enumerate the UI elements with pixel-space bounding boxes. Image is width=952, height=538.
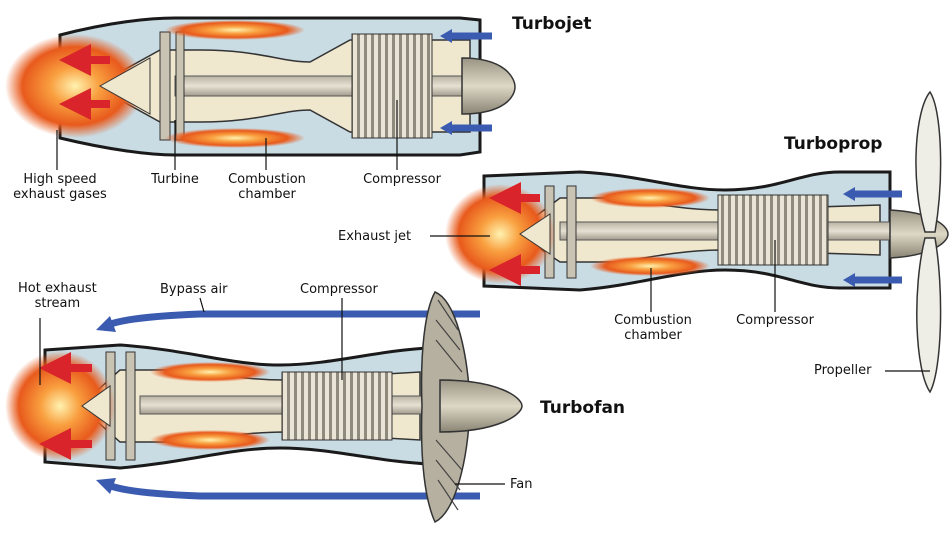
turboprop-label-exhaust-jet: Exhaust jet	[338, 229, 411, 244]
turbofan-combustion-flame-bottom	[150, 430, 270, 450]
turbofan-combustion-flame-top	[150, 362, 270, 382]
turbojet-engine	[5, 18, 515, 170]
turbofan-bypass-arrowhead-top	[96, 316, 116, 332]
turboprop-title: Turboprop	[784, 134, 882, 154]
turbofan-bypass-arrow-bottom	[108, 485, 480, 496]
turbofan-label-bypass-air: Bypass air	[160, 282, 227, 297]
turbojet-combustion-flame-top	[165, 20, 305, 40]
turbojet-label-combustion: Combustion chamber	[222, 172, 312, 202]
turboprop-label-propeller: Propeller	[814, 363, 871, 378]
turbofan-engine	[5, 292, 522, 522]
turbojet-label-exhaust: High speed exhaust gases	[10, 172, 110, 202]
turboprop-combustion-flame-top	[590, 188, 710, 208]
turboprop-turbine-disc-2	[567, 186, 576, 278]
turbofan-label-compressor: Compressor	[300, 282, 378, 297]
turboprop-propeller-blade-top	[916, 92, 941, 232]
turbojet-compressor-blades	[352, 34, 432, 138]
turbofan-label-hot-exhaust: Hot exhaust stream	[18, 281, 97, 311]
turboprop-label-compressor: Compressor	[725, 313, 825, 328]
turboprop-propeller-blade-bottom	[917, 238, 941, 392]
turboprop-combustion-flame-bottom	[590, 256, 710, 276]
turbojet-turbine-disc-2	[176, 32, 184, 140]
turboprop-spinner	[890, 210, 948, 258]
turbofan-label-fan: Fan	[510, 477, 533, 492]
turbofan-spinner	[440, 380, 522, 432]
turbojet-nose-cone	[462, 58, 515, 114]
turbojet-combustion-flame-bottom	[165, 128, 305, 148]
turbojet-turbine-disc	[160, 32, 170, 140]
turbojet-label-compressor: Compressor	[352, 172, 452, 187]
turboprop-compressor-blades	[718, 195, 828, 265]
turbojet-label-turbine: Turbine	[140, 172, 210, 187]
turbofan-compressor-blades	[282, 372, 392, 440]
turbofan-bypass-arrowhead-bottom	[96, 478, 116, 494]
turboprop-label-combustion: Combustion chamber	[608, 313, 698, 343]
turbofan-turbine-disc-2	[126, 352, 135, 460]
turbofan-bypass-leader	[200, 298, 204, 312]
turbofan-title: Turbofan	[540, 398, 625, 418]
turbojet-title: Turbojet	[512, 14, 592, 34]
turbofan-bypass-arrow-top	[108, 314, 480, 325]
